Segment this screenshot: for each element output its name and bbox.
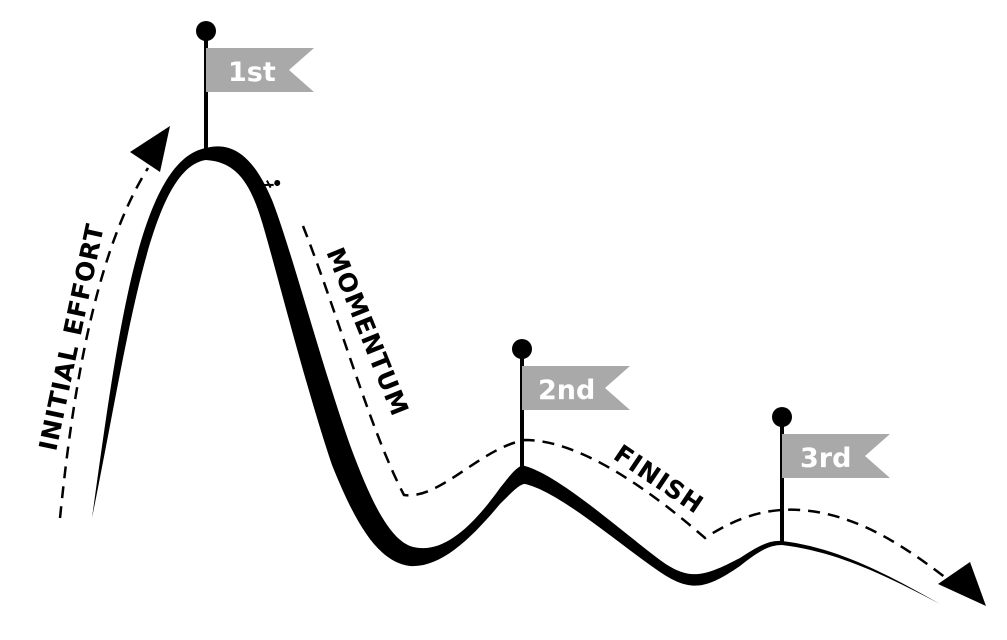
flag-2nd: 2nd bbox=[512, 339, 630, 468]
flag-3rd-banner bbox=[782, 434, 890, 478]
flag-3rd-label: 3rd bbox=[800, 443, 851, 474]
flag-2nd-pole-ball bbox=[512, 339, 532, 359]
finish-arrowhead bbox=[938, 562, 986, 606]
flag-1st-pole-ball bbox=[196, 21, 216, 41]
flag-2nd-label: 2nd bbox=[538, 375, 595, 406]
initial-effort-dashed-line bbox=[58, 167, 150, 519]
momentum-finish-dashed-line bbox=[301, 225, 956, 586]
flag-1st-label: 1st bbox=[228, 57, 276, 88]
momentum-label: MOMENTUM bbox=[320, 243, 414, 420]
initial-effort-arrowhead bbox=[130, 126, 170, 172]
hill-profile-curve bbox=[92, 146, 940, 604]
flag-2nd-banner bbox=[522, 366, 630, 410]
flag-3rd-pole-ball bbox=[772, 407, 792, 427]
flag-1st-banner bbox=[206, 48, 314, 92]
cyclist-icon bbox=[246, 174, 281, 203]
finish-label: FINISH bbox=[609, 439, 709, 520]
flag-1st: 1st bbox=[196, 21, 314, 150]
flag-3rd: 3rd bbox=[772, 407, 890, 542]
